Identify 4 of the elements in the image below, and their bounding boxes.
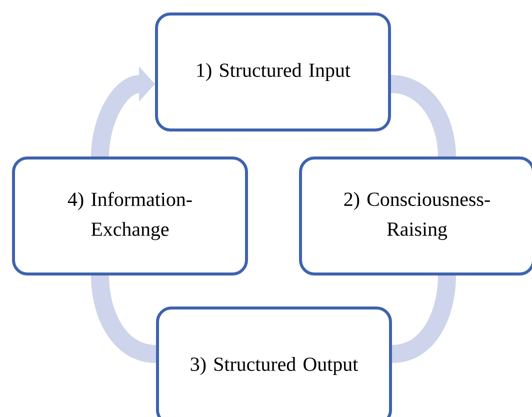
process-box: 2) Consciousness-Raising: [299, 156, 532, 276]
process-box: 1) Structured Input: [155, 12, 391, 132]
process-box: 4) Information-Exchange: [12, 156, 248, 276]
process-box: 3) Structured Output: [156, 306, 392, 417]
